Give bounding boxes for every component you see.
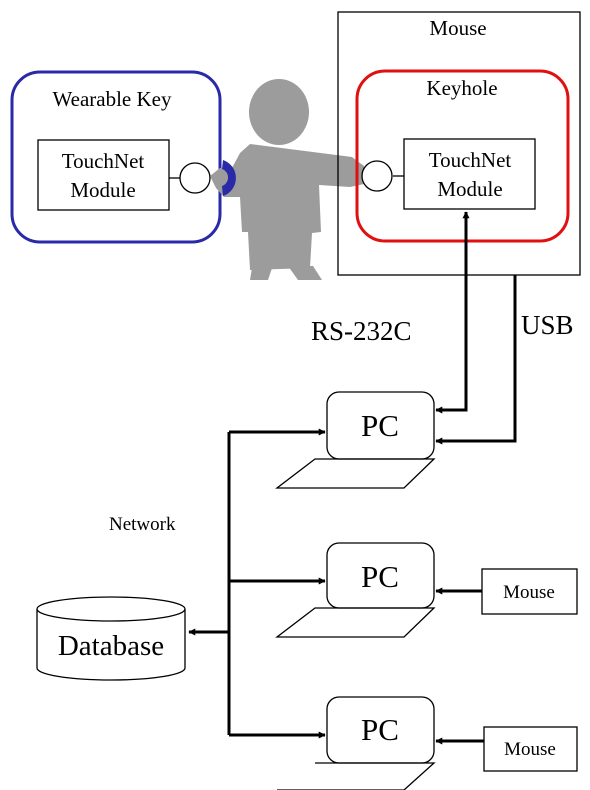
wearable-key-title: Wearable Key — [53, 87, 172, 111]
keyhole-module-line1: TouchNet — [429, 148, 512, 172]
network-label: Network — [109, 514, 176, 535]
pc-2: PC — [275, 542, 436, 638]
mouse-peripheral-3: Mouse — [435, 726, 578, 772]
pc-1-keyboard — [275, 458, 436, 489]
pc-2-keyboard — [275, 607, 436, 638]
rs232c-link — [435, 211, 470, 414]
usb-link — [435, 275, 517, 445]
network-bus — [188, 428, 326, 739]
pc-3-keyboard — [277, 762, 436, 790]
usb-label: USB — [521, 310, 574, 340]
mouse-peripheral-2-label: Mouse — [503, 582, 555, 603]
wearable-key-group: Wearable Key TouchNet Module — [10, 70, 222, 244]
person-icon — [210, 79, 364, 280]
mouse-peripheral-2-box — [481, 568, 578, 615]
keyhole-title: Keyhole — [426, 76, 497, 100]
hand-contact-icon — [222, 160, 236, 196]
pc-3-label: PC — [361, 712, 399, 747]
database-icon: Database — [36, 596, 186, 681]
database-label: Database — [58, 630, 164, 662]
mouse-peripheral-3-label: Mouse — [504, 739, 556, 760]
keyhole-contact-icon — [361, 160, 393, 192]
wearable-key-box — [10, 70, 222, 244]
keyhole-touchnet-module — [403, 138, 536, 210]
mouse-device-group: Mouse Keyhole TouchNet Module — [337, 11, 581, 276]
wearable-key-contact-icon — [179, 162, 211, 194]
pc-2-label: PC — [361, 559, 399, 594]
keyhole-module-line2: Module — [437, 177, 502, 201]
mouse-device-title: Mouse — [429, 16, 486, 40]
pc-3: PC — [277, 696, 436, 790]
wearable-key-module-line2: Module — [70, 178, 135, 202]
pc-1: PC — [275, 391, 436, 489]
wearable-key-touchnet-module — [37, 139, 170, 211]
rs232c-label: RS-232C — [311, 316, 412, 346]
pc-1-label: PC — [361, 408, 399, 443]
wearable-key-module-line1: TouchNet — [62, 149, 145, 173]
mouse-peripheral-3-box — [483, 726, 578, 772]
mouse-peripheral-2: Mouse — [435, 568, 578, 615]
